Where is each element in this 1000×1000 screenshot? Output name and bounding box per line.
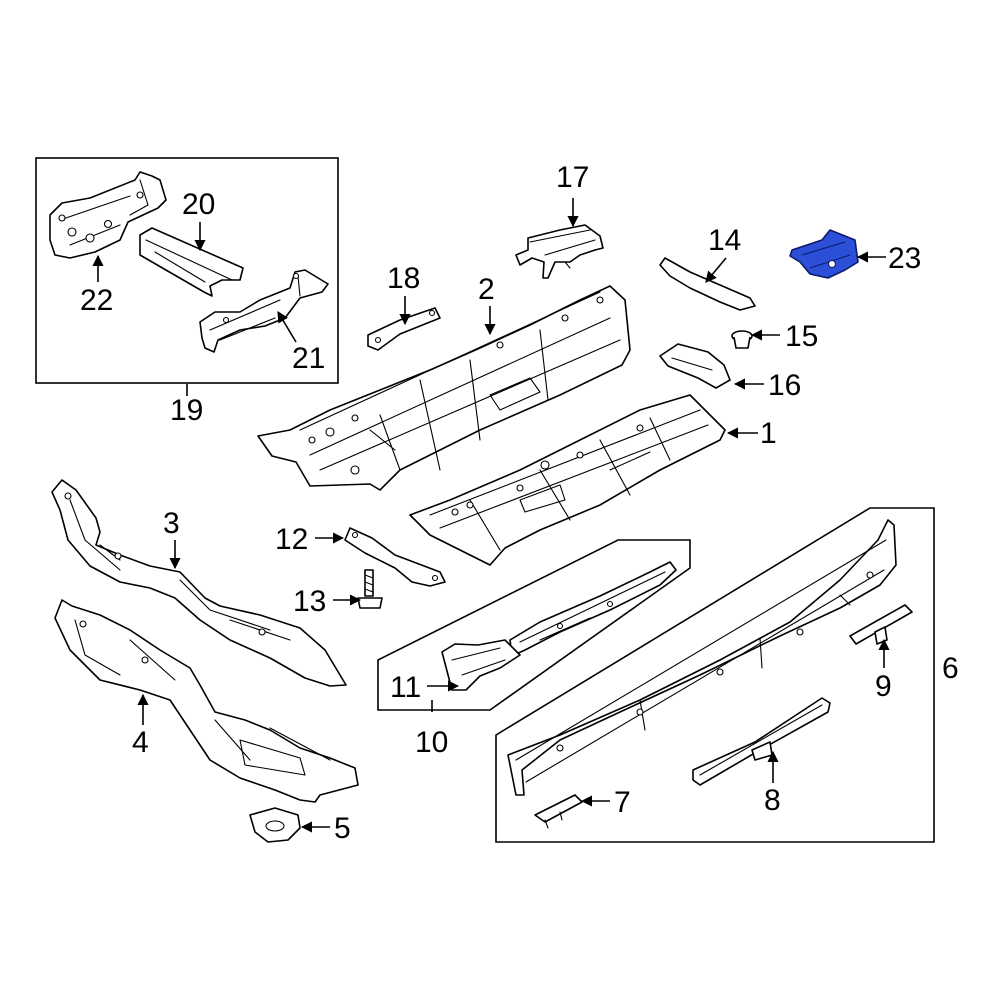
part-21[interactable] <box>199 269 329 353</box>
part-20[interactable] <box>139 227 244 297</box>
part-7[interactable] <box>534 794 583 829</box>
callout-5[interactable]: 5 <box>334 812 351 845</box>
part-15[interactable] <box>731 330 753 349</box>
callout-14[interactable]: 14 <box>708 224 741 257</box>
callout-19[interactable]: 19 <box>170 394 203 427</box>
part-4[interactable] <box>54 599 359 803</box>
callout-18[interactable]: 18 <box>387 262 420 295</box>
callout-10[interactable]: 10 <box>415 726 448 759</box>
part-6[interactable] <box>507 519 897 796</box>
callout-20[interactable]: 20 <box>182 188 215 221</box>
callout-3[interactable]: 3 <box>163 507 180 540</box>
callout-15[interactable]: 15 <box>785 320 818 353</box>
callout-13[interactable]: 13 <box>293 585 326 618</box>
leader-14 <box>705 257 727 283</box>
group-10-box <box>377 539 691 711</box>
callout-7[interactable]: 7 <box>614 786 631 819</box>
callout-17[interactable]: 17 <box>556 161 589 194</box>
leader-21 <box>277 311 297 343</box>
part-5[interactable] <box>249 807 301 843</box>
part-9[interactable] <box>849 604 913 645</box>
group-19-box <box>35 157 339 384</box>
callout-6[interactable]: 6 <box>942 652 959 685</box>
leader-lines <box>92 198 890 833</box>
callout-22[interactable]: 22 <box>80 284 113 317</box>
callout-12[interactable]: 12 <box>275 523 308 556</box>
callout-21[interactable]: 21 <box>292 342 325 375</box>
part-23[interactable] <box>789 229 859 279</box>
part-3[interactable] <box>51 479 347 687</box>
callout-2[interactable]: 2 <box>478 273 495 306</box>
part-11[interactable] <box>441 639 521 691</box>
part-18[interactable] <box>367 307 441 351</box>
part-10[interactable] <box>509 561 677 657</box>
callout-11[interactable]: 11 <box>390 671 421 704</box>
callout-8[interactable]: 8 <box>764 784 781 817</box>
part-13[interactable] <box>357 569 383 609</box>
callout-16[interactable]: 16 <box>768 369 801 402</box>
part-14[interactable] <box>659 257 756 311</box>
part-17[interactable] <box>515 224 604 279</box>
callout-9[interactable]: 9 <box>875 670 892 703</box>
part-22[interactable] <box>49 171 167 259</box>
part-23-body[interactable] <box>789 229 859 279</box>
group-6-box <box>495 507 935 843</box>
part-12[interactable] <box>344 527 446 587</box>
part-16[interactable] <box>659 343 731 389</box>
callout-4[interactable]: 4 <box>132 726 149 759</box>
part-8[interactable] <box>692 697 831 786</box>
callout-23[interactable]: 23 <box>888 242 921 275</box>
part-2[interactable] <box>257 285 631 491</box>
callout-1[interactable]: 1 <box>760 417 777 450</box>
part-1[interactable] <box>409 394 726 566</box>
callout-labels: 1 2 3 4 5 6 7 8 9 10 11 12 13 14 15 16 1… <box>80 161 959 845</box>
